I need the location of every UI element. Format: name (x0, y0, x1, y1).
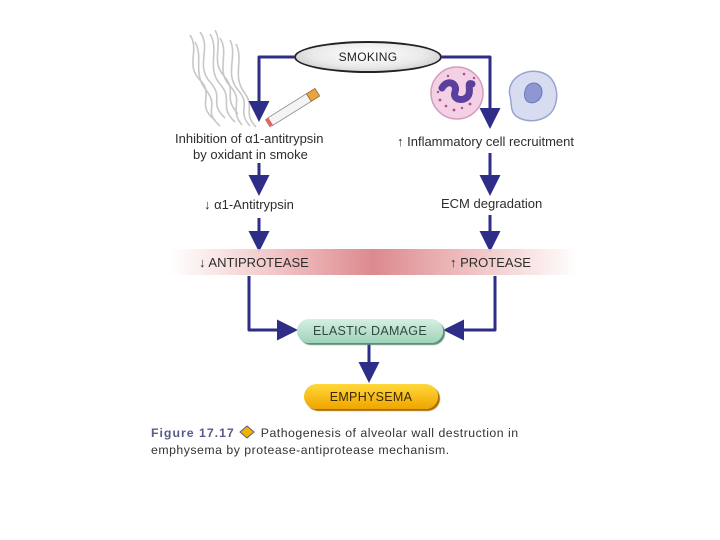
macrophage-cell-icon (508, 70, 558, 122)
cigarette-icon (264, 88, 321, 128)
smoking-label: SMOKING (338, 50, 398, 64)
smoke-icon (189, 30, 257, 128)
figure-caption-text: Pathogenesis of alveolar wall destructio… (151, 426, 519, 457)
antiprotease-label: ↓ ANTIPROTEASE (199, 255, 309, 270)
inhibition-label-line1: Inhibition of α1-antitrypsin (175, 131, 324, 146)
neutrophil-cell-icon (430, 66, 484, 120)
smoking-node: SMOKING (294, 41, 442, 73)
emphysema-label: EMPHYSEMA (329, 389, 413, 404)
arrow-smoking-to-inhibition (248, 55, 294, 122)
emphysema-node: EMPHYSEMA (304, 384, 438, 409)
protease-balance-band (170, 249, 577, 275)
diamond-icon (238, 425, 255, 439)
inflammatory-label: ↑ Inflammatory cell recruitment (397, 134, 574, 149)
inhibition-label-line2: by oxidant in smoke (193, 147, 308, 162)
elastic-damage-node: ELASTIC DAMAGE (297, 319, 443, 343)
elastic-damage-label: ELASTIC DAMAGE (313, 324, 427, 338)
alpha1-label: ↓ α1-Antitrypsin (204, 197, 294, 212)
ecm-label: ECM degradation (441, 196, 543, 211)
protease-label: ↑ PROTEASE (450, 255, 531, 270)
arrow-antiprotease-to-elastic (247, 276, 298, 341)
arrow-protease-to-elastic (443, 276, 497, 341)
figure-label: Figure 17.17 (151, 426, 235, 440)
arrow-smoking-to-inflammatory (442, 55, 501, 129)
